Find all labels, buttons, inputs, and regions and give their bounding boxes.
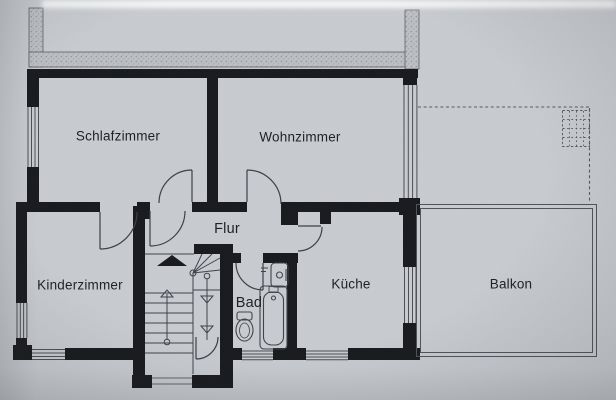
room-label-schlafzimmer: Schlafzimmer bbox=[75, 128, 161, 144]
photo-glare bbox=[42, 0, 616, 8]
room-label-balkon: Balkon bbox=[489, 276, 533, 292]
room-label-kinderzimmer: Kinderzimmer bbox=[37, 277, 123, 293]
room-label-flur: Flur bbox=[214, 221, 240, 237]
room-label-wohnzimmer: Wohnzimmer bbox=[259, 129, 341, 145]
room-label-bad: Bad bbox=[235, 295, 263, 311]
room-label-kueche: Küche bbox=[331, 276, 371, 292]
